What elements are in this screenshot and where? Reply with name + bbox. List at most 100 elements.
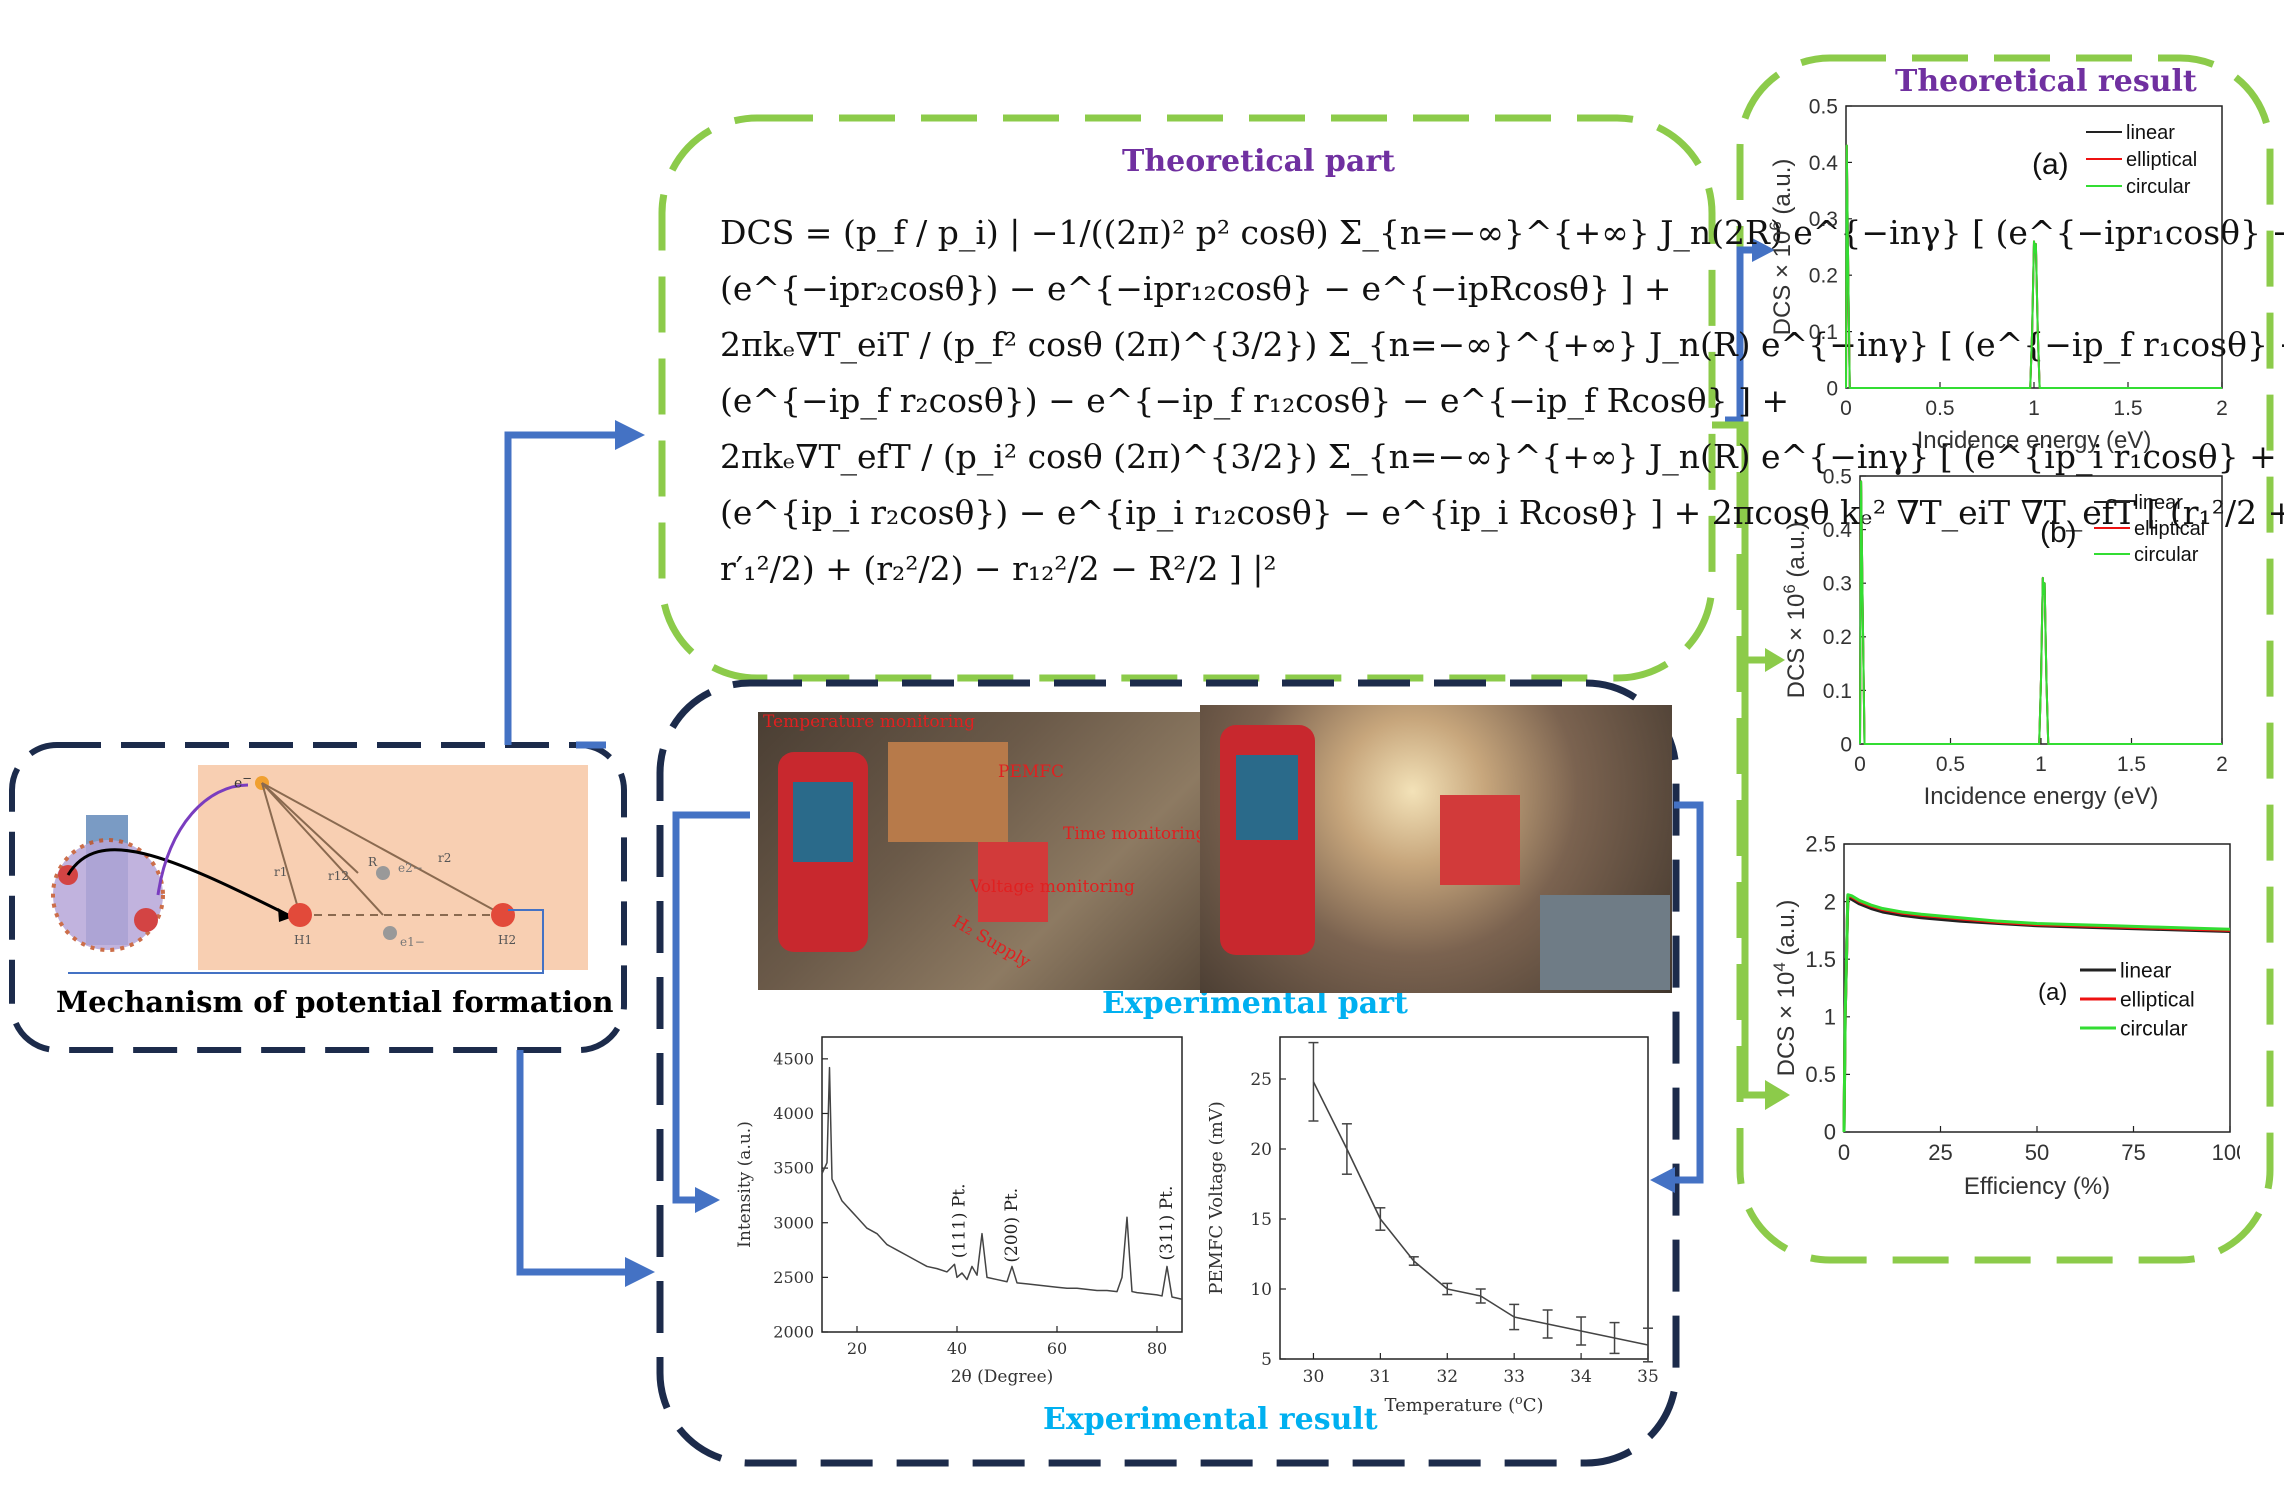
y-tick-label: 0.4 (1823, 519, 1853, 542)
x-axis-label: Temperature (oC) (1384, 1392, 1543, 1417)
x-tick-label: 20 (847, 1339, 867, 1358)
x-tick-label: 1 (2028, 397, 2040, 420)
legend-label-elliptical: elliptical (2134, 518, 2205, 540)
multimeter-2 (1440, 795, 1520, 885)
x-axis-label: 2θ (Degree) (951, 1367, 1054, 1387)
y-axis-label: DCS × 106 (a.u.) (1766, 159, 1796, 336)
theoretical-result-frame (1736, 54, 2274, 1264)
y-tick-label: 0.1 (1809, 321, 1838, 344)
series-line-circular (1845, 144, 2222, 389)
label-h1: H1 (294, 933, 313, 947)
label-time-monitoring: Time monitoring (1063, 824, 1200, 844)
y-tick-label: 0 (1840, 733, 1852, 756)
x-tick-label: 31 (1370, 1367, 1392, 1387)
x-tick-label: 0 (1838, 1140, 1850, 1165)
proton-h2 (491, 903, 515, 927)
label-h2: H2 (498, 933, 517, 947)
proton-h1 (288, 903, 312, 927)
x-tick-label: 100 (2212, 1140, 2240, 1165)
y-axis-label: DCS × 106 (a.u.) (1780, 522, 1810, 699)
x-tick-label: 2 (2216, 397, 2228, 420)
x-tick-label: 32 (1436, 1367, 1458, 1387)
y-tick-label: 10 (1250, 1280, 1272, 1300)
x-tick-label: 33 (1503, 1367, 1525, 1387)
y-tick-label: 0.3 (1823, 573, 1852, 596)
legend-label-linear: linear (2120, 959, 2171, 982)
formula-line-5: 2πkₑ∇T_efT / (p_i² cosθ (2π)^{3/2}) Σ_{n… (720, 437, 2284, 476)
mechanism-frame (9, 742, 627, 1053)
series-line-circular (1842, 893, 2231, 1133)
y-tick-label: 2000 (773, 1323, 814, 1342)
y-tick-label: 4500 (773, 1049, 814, 1068)
hydrogen-cluster (51, 838, 165, 952)
label-r1: r1 (274, 865, 288, 879)
formula-line-3: 2πkₑ∇T_eiT / (p_f² cosθ (2π)^{3/2}) Σ_{n… (720, 325, 2284, 364)
y-tick-label: 2500 (773, 1268, 814, 1287)
series-line-linear (1842, 896, 2231, 1133)
y-tick-label: 0.5 (1809, 95, 1838, 118)
mechanism-title: Mechanism of potential formation (56, 985, 614, 1019)
experimental-result-title: Experimental result (1043, 1402, 1378, 1437)
x-tick-label: 1.5 (2113, 397, 2142, 420)
line-r1 (261, 782, 301, 916)
series-line-0 (1312, 1081, 1649, 1346)
theoretical-result-title: Theoretical result (1895, 64, 2197, 99)
panel-label: (a) (2038, 979, 2067, 1006)
x-tick-label: 0 (1854, 753, 1866, 776)
line-R (261, 782, 384, 916)
formula-line-4: (e^{−ip_f r₂cosθ}) − e^{−ip_f r₁₂cosθ} −… (720, 381, 1790, 420)
flow-arrows (504, 246, 1760, 1276)
plot-frame (821, 1036, 1183, 1333)
nucleus-2 (134, 908, 158, 932)
x-axis-label: Incidence energy (eV) (1924, 783, 2159, 810)
theoretical-part-frame (658, 114, 1716, 682)
electron-path (156, 783, 249, 896)
y-tick-label: 0 (1826, 377, 1838, 400)
electron-label: e− (234, 771, 253, 792)
x-tick-label: 1 (2035, 753, 2047, 776)
mechanism-svg (51, 765, 588, 974)
legend-label-linear: linear (2126, 122, 2175, 144)
legend-label-circular: circular (2134, 544, 2199, 566)
mechanism-illustration: e− r1 r12 R r2 e2− e1− H1 H2 (38, 765, 588, 975)
y-tick-label: 1.5 (1805, 947, 1836, 972)
electron-e2 (376, 866, 390, 880)
y-tick-label: 0.1 (1823, 680, 1852, 703)
x-tick-label: 60 (1047, 1339, 1067, 1358)
y-axis-label: DCS × 104 (a.u.) (1770, 900, 1800, 1077)
formula-line-6: (e^{ip_i r₂cosθ}) − e^{ip_i r₁₂cosθ} − e… (720, 493, 2284, 532)
x-tick-label: 25 (1928, 1140, 1952, 1165)
x-tick-label: 40 (947, 1339, 967, 1358)
y-tick-label: 3500 (773, 1159, 814, 1178)
x-tick-label: 2 (2216, 753, 2228, 776)
x-tick-label: 34 (1570, 1367, 1592, 1387)
legend-label-elliptical: elliptical (2126, 149, 2197, 171)
x-axis-label: Incidence energy (eV) (1917, 427, 2152, 454)
y-tick-label: 3000 (773, 1213, 814, 1232)
peak-annotation: (111) Pt. (950, 1183, 970, 1258)
legend-label-elliptical: elliptical (2120, 988, 2195, 1011)
legend-label-circular: circular (2120, 1017, 2188, 1040)
experimental-frame (656, 679, 1680, 1467)
thermometer-screen-2 (1236, 755, 1298, 840)
electron-e1 (383, 926, 397, 940)
trajectory-arrowhead (278, 908, 293, 922)
series-line-circular (1859, 480, 2222, 745)
theoretical-part-title: Theoretical part (1122, 144, 1396, 179)
x-tick-label: 35 (1637, 1367, 1659, 1387)
y-tick-label: 0.5 (1823, 465, 1852, 488)
plot-frame (1279, 1036, 1649, 1360)
formula-line-1: DCS = (p_f / p_i) | −1/((2π)² p² cosθ) Σ… (720, 213, 2284, 252)
line-r2 (261, 782, 504, 916)
y-tick-label: 15 (1250, 1210, 1272, 1230)
y-tick-label: 0.2 (1809, 265, 1838, 288)
panel-label: (b) (2040, 516, 2077, 549)
dcs-formula: DCS = (p_f / p_i) | −1/((2π)² p² cosθ) Σ… (720, 205, 2284, 597)
formula-line-7: r′₁²/2) + (r₂²/2) − r₁₂²/2 − R²/2 ] |² (720, 549, 1277, 588)
green-arrowheads (1765, 648, 1790, 1110)
legend-label-linear: linear (2134, 492, 2183, 514)
label-temperature-monitoring: Temperature monitoring (763, 712, 975, 732)
